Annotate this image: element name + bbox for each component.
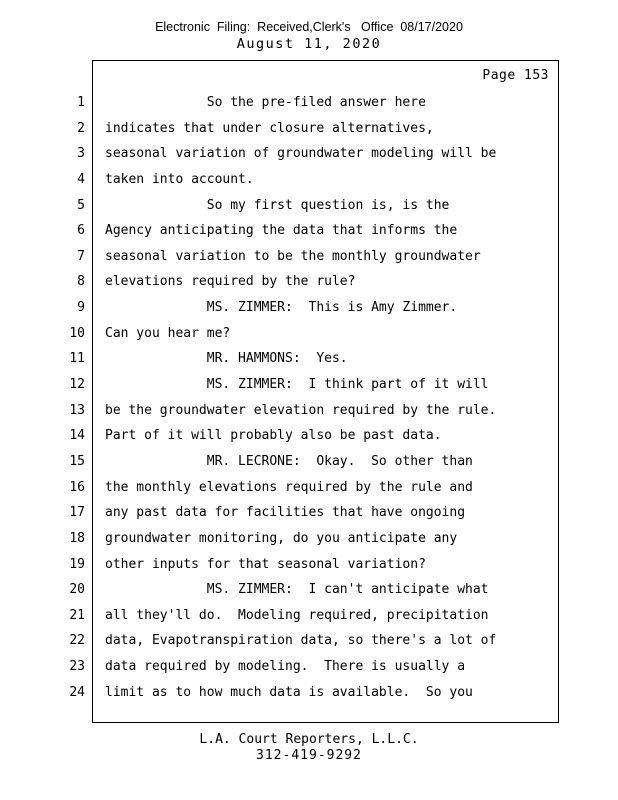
transcript-line: 1 So the pre-filed answer here: [0, 90, 618, 116]
line-text: Part of it will probably also be past da…: [105, 428, 442, 444]
line-text: data required by modeling. There is usua…: [105, 659, 466, 675]
hearing-date: August 11, 2020: [236, 36, 382, 52]
line-number: 1: [77, 95, 85, 110]
transcript-line: 17 any past data for facilities that have…: [0, 500, 618, 526]
line-text: be the groundwater elevation required by…: [105, 402, 497, 418]
line-text: So my first question is, is the: [105, 197, 450, 213]
transcript-line: 20 MS. ZIMMER: I can't anticipate what: [0, 577, 618, 603]
line-number: 16: [69, 479, 85, 495]
court-reporter-phone: 312-419-9292: [256, 748, 362, 763]
line-number: 15: [69, 453, 85, 469]
line-number: 10: [69, 325, 85, 341]
transcript-line: 10 Can you hear me?: [0, 321, 618, 347]
transcript-line: 16 the monthly elevations required by the…: [0, 475, 618, 501]
line-text: indicates that under closure alternative…: [105, 120, 434, 136]
transcript-line: 15 MR. LECRONE: Okay. So other than: [0, 449, 618, 475]
transcript-line: 14 Part of it will probably also be past …: [0, 423, 618, 449]
line-number: 18: [69, 530, 85, 546]
line-text: MS. ZIMMER: This is Amy Zimmer.: [105, 300, 458, 316]
line-number: 13: [69, 402, 85, 418]
page-number-label: Page 153: [482, 68, 549, 83]
transcript-line: 5 So my first question is, is the: [0, 193, 618, 219]
transcript-line: 3 seasonal variation of groundwater model…: [0, 141, 618, 167]
line-number: 3: [77, 146, 85, 162]
line-text: limit as to how much data is available. …: [105, 684, 473, 700]
line-number: 8: [77, 274, 85, 290]
line-number: 6: [77, 223, 85, 239]
line-text: all they'll do. Modeling required, preci…: [105, 607, 489, 623]
line-number: 5: [77, 197, 85, 213]
transcript-line: 13 be the groundwater elevation required …: [0, 398, 618, 424]
line-number: 4: [77, 171, 85, 187]
line-text: other inputs for that seasonal variation…: [105, 556, 426, 572]
transcript-border-box: [92, 60, 559, 723]
line-text: MR. LECRONE: Okay. So other than: [105, 453, 473, 469]
line-text: MR. HAMMONS: Yes.: [105, 351, 348, 367]
line-text: data, Evapotranspiration data, so there'…: [105, 633, 497, 649]
line-text: the monthly elevations required by the r…: [105, 479, 473, 495]
electronic-filing-stamp: Electronic Filing: Received,Clerk's Offi…: [155, 20, 463, 34]
line-number: 7: [77, 248, 85, 264]
transcript-lines: 1 So the pre-filed answer here 2 indicates…: [0, 90, 618, 705]
transcript-line: 7 seasonal variation to be the monthly gr…: [0, 244, 618, 270]
transcript-line: 8 elevations required by the rule?: [0, 269, 618, 295]
line-text: elevations required by the rule?: [105, 274, 356, 290]
transcript-line: 4 taken into account.: [0, 167, 618, 193]
transcript-line: 21 all they'll do. Modeling required, pre…: [0, 603, 618, 629]
line-number: 11: [69, 351, 85, 367]
line-text: Agency anticipating the data that inform…: [105, 223, 458, 239]
line-text: Can you hear me?: [105, 325, 231, 341]
line-text: MS. ZIMMER: I think part of it will: [105, 377, 489, 393]
line-text: MS. ZIMMER: I can't anticipate what: [105, 582, 489, 598]
transcript-line: 22 data, Evapotranspiration data, so ther…: [0, 628, 618, 654]
line-text: seasonal variation of groundwater modeli…: [105, 146, 497, 162]
line-text: seasonal variation to be the monthly gro…: [105, 248, 481, 264]
line-text: any past data for facilities that have o…: [105, 505, 466, 521]
transcript-line: 23 data required by modeling. There is us…: [0, 654, 618, 680]
transcript-line: 24 limit as to how much data is available…: [0, 680, 618, 706]
line-text: taken into account.: [105, 171, 254, 187]
transcript-line: 11 MR. HAMMONS: Yes.: [0, 346, 618, 372]
transcript-line: 2 indicates that under closure alternativ…: [0, 116, 618, 142]
line-number: 22: [69, 633, 85, 649]
transcript-line: 6 Agency anticipating the data that infor…: [0, 218, 618, 244]
line-number: 20: [69, 582, 85, 598]
court-reporter-name: L.A. Court Reporters, L.L.C.: [199, 732, 419, 747]
line-text: groundwater monitoring, do you anticipat…: [105, 530, 458, 546]
line-number: 17: [69, 505, 85, 521]
line-number: 23: [69, 659, 85, 675]
line-number: 14: [69, 428, 85, 444]
transcript-line: 12 MS. ZIMMER: I think part of it will: [0, 372, 618, 398]
line-number: 12: [69, 377, 85, 393]
transcript-line: 19 other inputs for that seasonal variati…: [0, 552, 618, 578]
line-number: 2: [77, 120, 85, 136]
transcript-line: 9 MS. ZIMMER: This is Amy Zimmer.: [0, 295, 618, 321]
line-text: So the pre-filed answer here: [105, 95, 426, 110]
line-number: 19: [69, 556, 85, 572]
transcript-line: 18 groundwater monitoring, do you anticip…: [0, 526, 618, 552]
line-number: 9: [77, 300, 85, 316]
line-number: 21: [69, 607, 85, 623]
line-number: 24: [69, 684, 85, 700]
